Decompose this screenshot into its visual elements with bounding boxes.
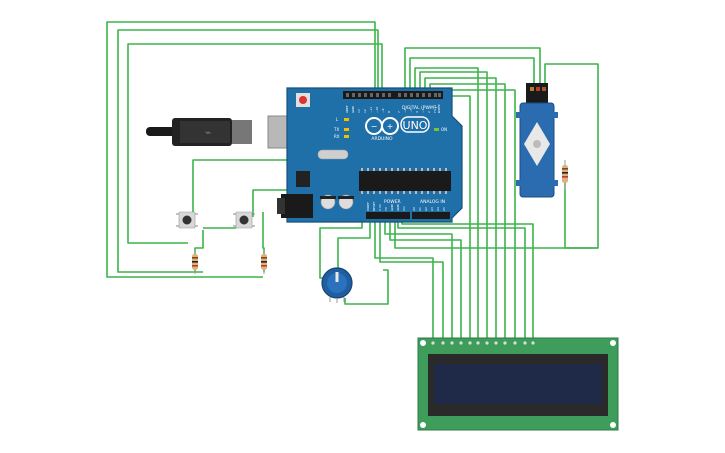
power-header [366,212,410,219]
resistor-3 [562,160,568,190]
digital-pin-label-9: ~6 [403,108,407,113]
digital-pin-label-8: 7 [397,111,401,113]
digital-pin-label-2: 13 [357,109,361,113]
wire-pot-1 [337,218,371,270]
wire-d-2 [419,71,488,338]
wire-lcd-2 [379,218,444,338]
digital-pin-label-3: 12 [363,109,367,113]
led-on [434,128,439,131]
led-rx [344,135,349,138]
resistor-1 [192,250,198,274]
wire-servo-gnd [394,63,599,249]
resistor-2 [261,250,267,274]
digital-pin-label-4: ~11 [369,107,373,113]
led-tx [344,128,349,131]
wires [106,21,599,338]
uno-logo: UNO [403,119,428,132]
power-pin-label-5: GND [396,203,400,211]
digital-pin-label-1: GND [351,105,355,113]
wire-button-loop-outer [106,21,376,278]
power-header-label: POWER [384,199,401,205]
analog-pin-label-0: A0 [412,207,416,211]
digital-pin-label-15: RX←0 [437,104,441,113]
arduino-brand: ARDUINO [371,136,393,142]
potentiometer[interactable] [321,267,353,303]
digital-header [343,91,443,99]
digital-header-label: DIGITAL (PWM~) [402,105,440,111]
wire-servo-res [564,170,598,249]
svg-text:+: + [387,122,394,131]
led-rx-label: RX [334,134,340,139]
wire-pot-2 [319,218,363,279]
power-pin-label-0: IOREF [366,202,370,211]
analog-pin-label-2: A2 [424,207,428,211]
svg-text:⌁: ⌁ [205,126,212,139]
wire-button-loop-3 [127,43,383,244]
digital-pin-label-14: TX→1 [433,105,437,114]
power-jack [281,194,313,218]
wire-lcd-4 [389,218,462,338]
svg-text:−: − [371,122,378,131]
led-tx-label: TX [333,127,339,132]
digital-pin-label-13: 2 [427,111,431,113]
wire-pot-3 [344,269,389,305]
led-on-label: ON [441,127,447,132]
led-l [344,118,349,121]
analog-pin-label-3: A3 [430,207,434,211]
analog-header [412,212,450,219]
wire-lcd-1 [374,218,434,338]
arduino-logo: − + [365,117,399,135]
power-pin-label-4: GND [390,203,394,211]
push-button-1[interactable] [176,211,198,229]
digital-pin-label-7: 8 [387,111,391,113]
digital-pin-label-6: ~9 [381,108,385,113]
voltage-regulator [296,171,310,187]
digital-pin-label-0: AREF [345,105,349,113]
wire-servo-power [409,57,535,100]
arduino-uno-board: DIGITAL (PWM~) − + UNO ARDUINO L TX RX O… [277,87,463,223]
analog-pin-label-5: A5 [442,207,446,211]
digital-pin-label-11: 4 [415,111,419,113]
wire-servo-signal [404,47,541,100]
digital-pin-holes [346,93,441,97]
wire-lcd-3 [384,218,453,338]
lcd-screen [434,364,602,404]
lcd-pins [431,341,535,345]
digital-pin-label-10: ~5 [409,108,413,113]
servo-motor [516,83,558,198]
wire-lcd-5 [397,218,526,338]
power-pin-label-1: RESET [372,201,376,211]
led-l-label: L [336,117,339,122]
analog-pin-label-4: A4 [436,207,440,211]
lcd-16x2-display [417,337,619,431]
power-pin-label-3: 5V [384,206,388,211]
wire-lcd-6 [401,218,534,338]
atmega-chip [359,171,451,191]
digital-pin-label-5: ~10 [375,107,379,113]
digital-pin-label-12: ~3 [421,108,425,113]
wire-d-1 [414,67,479,338]
wire-button-loop-2 [117,29,379,273]
crystal-oscillator [317,149,349,160]
push-button-2[interactable] [233,211,255,229]
power-pin-label-6: Vin [402,206,406,211]
power-pin-label-2: 3.3V [378,203,382,211]
analog-pin-label-1: A1 [418,207,422,211]
analog-header-label: ANALOG IN [420,199,445,205]
